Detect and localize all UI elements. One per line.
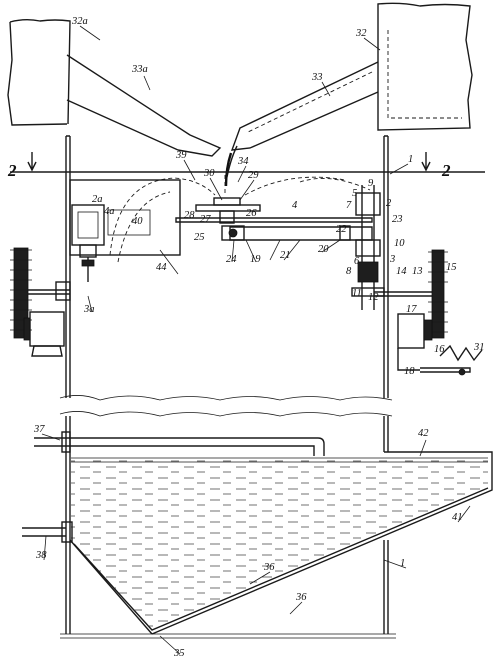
label-35: 35	[173, 648, 185, 659]
label-4: 4	[292, 200, 298, 211]
left-pump-assembly	[71, 204, 105, 282]
label-31: 31	[473, 342, 485, 353]
label-44: 44	[156, 262, 167, 273]
pipe-37	[34, 431, 325, 456]
label-36-b: 36	[295, 592, 307, 603]
label-36-a: 36	[263, 562, 275, 573]
label-25: 25	[194, 232, 205, 243]
label-20: 20	[318, 244, 329, 255]
label-14: 14	[396, 266, 407, 277]
label-37: 37	[33, 424, 45, 435]
label-26: 26	[246, 208, 257, 219]
label-5: 5	[352, 188, 357, 199]
label-19: 19	[250, 254, 261, 265]
label-18: 18	[404, 366, 415, 377]
pipe-38	[22, 521, 73, 543]
label-30: 30	[203, 168, 215, 179]
label-10: 10	[394, 238, 405, 249]
label-41: 41	[452, 512, 463, 523]
label-23: 23	[392, 214, 403, 225]
label-11: 11	[352, 288, 362, 299]
label-17: 17	[406, 304, 417, 315]
label-7: 7	[346, 200, 352, 211]
right-gear	[397, 249, 483, 376]
label-32: 32	[355, 28, 367, 39]
label-9: 9	[368, 178, 374, 189]
leader-lines	[41, 25, 471, 655]
label-8: 8	[346, 266, 352, 277]
label-24: 24	[226, 254, 237, 265]
label-6: 6	[354, 256, 360, 267]
label-12: 12	[368, 292, 379, 303]
label-33: 33	[311, 72, 323, 83]
label-15: 15	[446, 262, 457, 273]
label-4a: 4a	[104, 206, 115, 217]
label-16: 16	[434, 344, 445, 355]
labels: 2 2 32a 32 33a 33 39 34 30 29 1 9 5 2 7 …	[7, 16, 485, 659]
label-3a: 3a	[83, 304, 95, 315]
label-3: 3	[389, 254, 395, 265]
label-1-top: 1	[408, 154, 413, 165]
label-40: 40	[132, 216, 143, 227]
label-22: 22	[336, 224, 347, 235]
label-2: 2	[386, 198, 392, 209]
label-34: 34	[237, 156, 249, 167]
label-39: 39	[175, 150, 187, 161]
right-drive	[351, 185, 440, 310]
label-29: 29	[248, 170, 259, 181]
label-13: 13	[412, 266, 423, 277]
section-line	[10, 152, 485, 173]
label-33a: 33a	[131, 64, 148, 75]
label-1-bottom: 1	[400, 558, 405, 569]
hopper-32a	[7, 19, 222, 157]
label-27: 27	[200, 214, 211, 225]
left-gear	[10, 247, 71, 357]
section-label-left: 2	[7, 161, 17, 180]
label-42: 42	[418, 428, 429, 439]
label-28: 28	[184, 210, 195, 221]
section-label-right: 2	[441, 161, 451, 180]
lower-tank	[59, 411, 493, 639]
label-21: 21	[280, 250, 291, 261]
label-2a: 2a	[92, 194, 103, 205]
label-32a: 32a	[71, 16, 88, 27]
panel-44	[69, 179, 181, 256]
label-38: 38	[35, 550, 47, 561]
hopper-32	[224, 2, 473, 187]
